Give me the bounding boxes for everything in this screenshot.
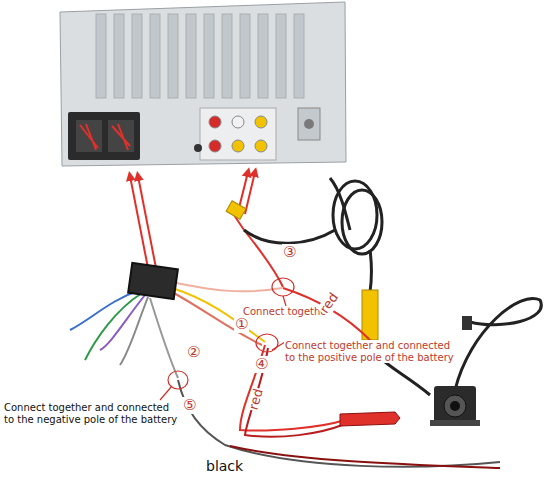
harness-part (172, 292, 262, 345)
harness-part (172, 282, 282, 291)
cooling-fins-part (168, 14, 178, 98)
power-leads (178, 345, 500, 468)
wire-color-label: red (246, 386, 266, 412)
harness-part (128, 263, 178, 299)
callout-number: ① (234, 316, 249, 333)
pointer-arrows-part (245, 172, 255, 214)
camera-cable-part (232, 212, 283, 287)
note-text: Connect together and connected to the po… (284, 340, 461, 363)
callout-number: ④ (254, 356, 269, 373)
rear-camera-part (434, 386, 476, 422)
harness-part (70, 290, 140, 330)
head-unit-part (232, 140, 244, 152)
head-unit-part (68, 112, 140, 160)
camera-cable-part (370, 250, 372, 292)
power-leads-part (178, 380, 500, 467)
cooling-fins (96, 14, 304, 98)
junction-marks-part (256, 334, 278, 352)
wire-color-label: black (205, 458, 244, 474)
harness-part (150, 298, 178, 378)
rear-camera-part (444, 395, 466, 417)
callout-number: ③ (282, 244, 297, 261)
head-unit (60, 2, 346, 166)
rear-camera-part (450, 401, 460, 411)
cooling-fins-part (96, 14, 106, 98)
cooling-fins-part (132, 14, 142, 98)
callout-number: ② (186, 344, 201, 361)
head-unit-part (298, 108, 320, 140)
rear-camera (430, 386, 480, 426)
cooling-fins-part (114, 14, 124, 98)
note-text: Connect together and connected to the ne… (3, 402, 180, 425)
camera-cable-part (342, 190, 382, 254)
junction-marks-part (272, 278, 294, 296)
camera-cable-part (226, 201, 246, 219)
camera-cable-part (455, 298, 541, 390)
head-unit-part (255, 140, 267, 152)
cooling-fins-part (294, 14, 304, 98)
head-unit-part (194, 144, 202, 152)
junction-marks-part (283, 296, 286, 306)
camera-cable (226, 178, 541, 395)
harness-part (85, 293, 142, 360)
cooling-fins-part (276, 14, 286, 98)
camera-cable-part (362, 290, 378, 340)
harness (70, 263, 282, 378)
junction-marks (160, 278, 294, 400)
rear-camera-part (430, 420, 480, 426)
cooling-fins-part (222, 14, 232, 98)
cooling-fins-part (204, 14, 214, 98)
head-unit-part (304, 119, 314, 129)
head-unit-part (209, 140, 221, 152)
head-unit-part (80, 124, 130, 150)
camera-cable-part (244, 230, 335, 243)
head-unit-part (232, 116, 244, 128)
cooling-fins-part (150, 14, 160, 98)
junction-marks-part (160, 386, 172, 400)
head-unit-part (209, 116, 221, 128)
camera-cable-part (462, 316, 472, 330)
harness-part (120, 297, 148, 365)
pointer-arrows-part (130, 176, 148, 268)
power-leads-part (230, 446, 500, 468)
head-unit-part (60, 2, 346, 166)
head-unit-part (255, 116, 267, 128)
power-leads-part (340, 412, 400, 426)
head-unit-part (200, 108, 276, 160)
cooling-fins-part (186, 14, 196, 98)
cooling-fins-part (258, 14, 268, 98)
callout-number: ⑤ (182, 397, 197, 414)
pointer-arrows-part (138, 176, 156, 268)
cooling-fins-part (240, 14, 250, 98)
